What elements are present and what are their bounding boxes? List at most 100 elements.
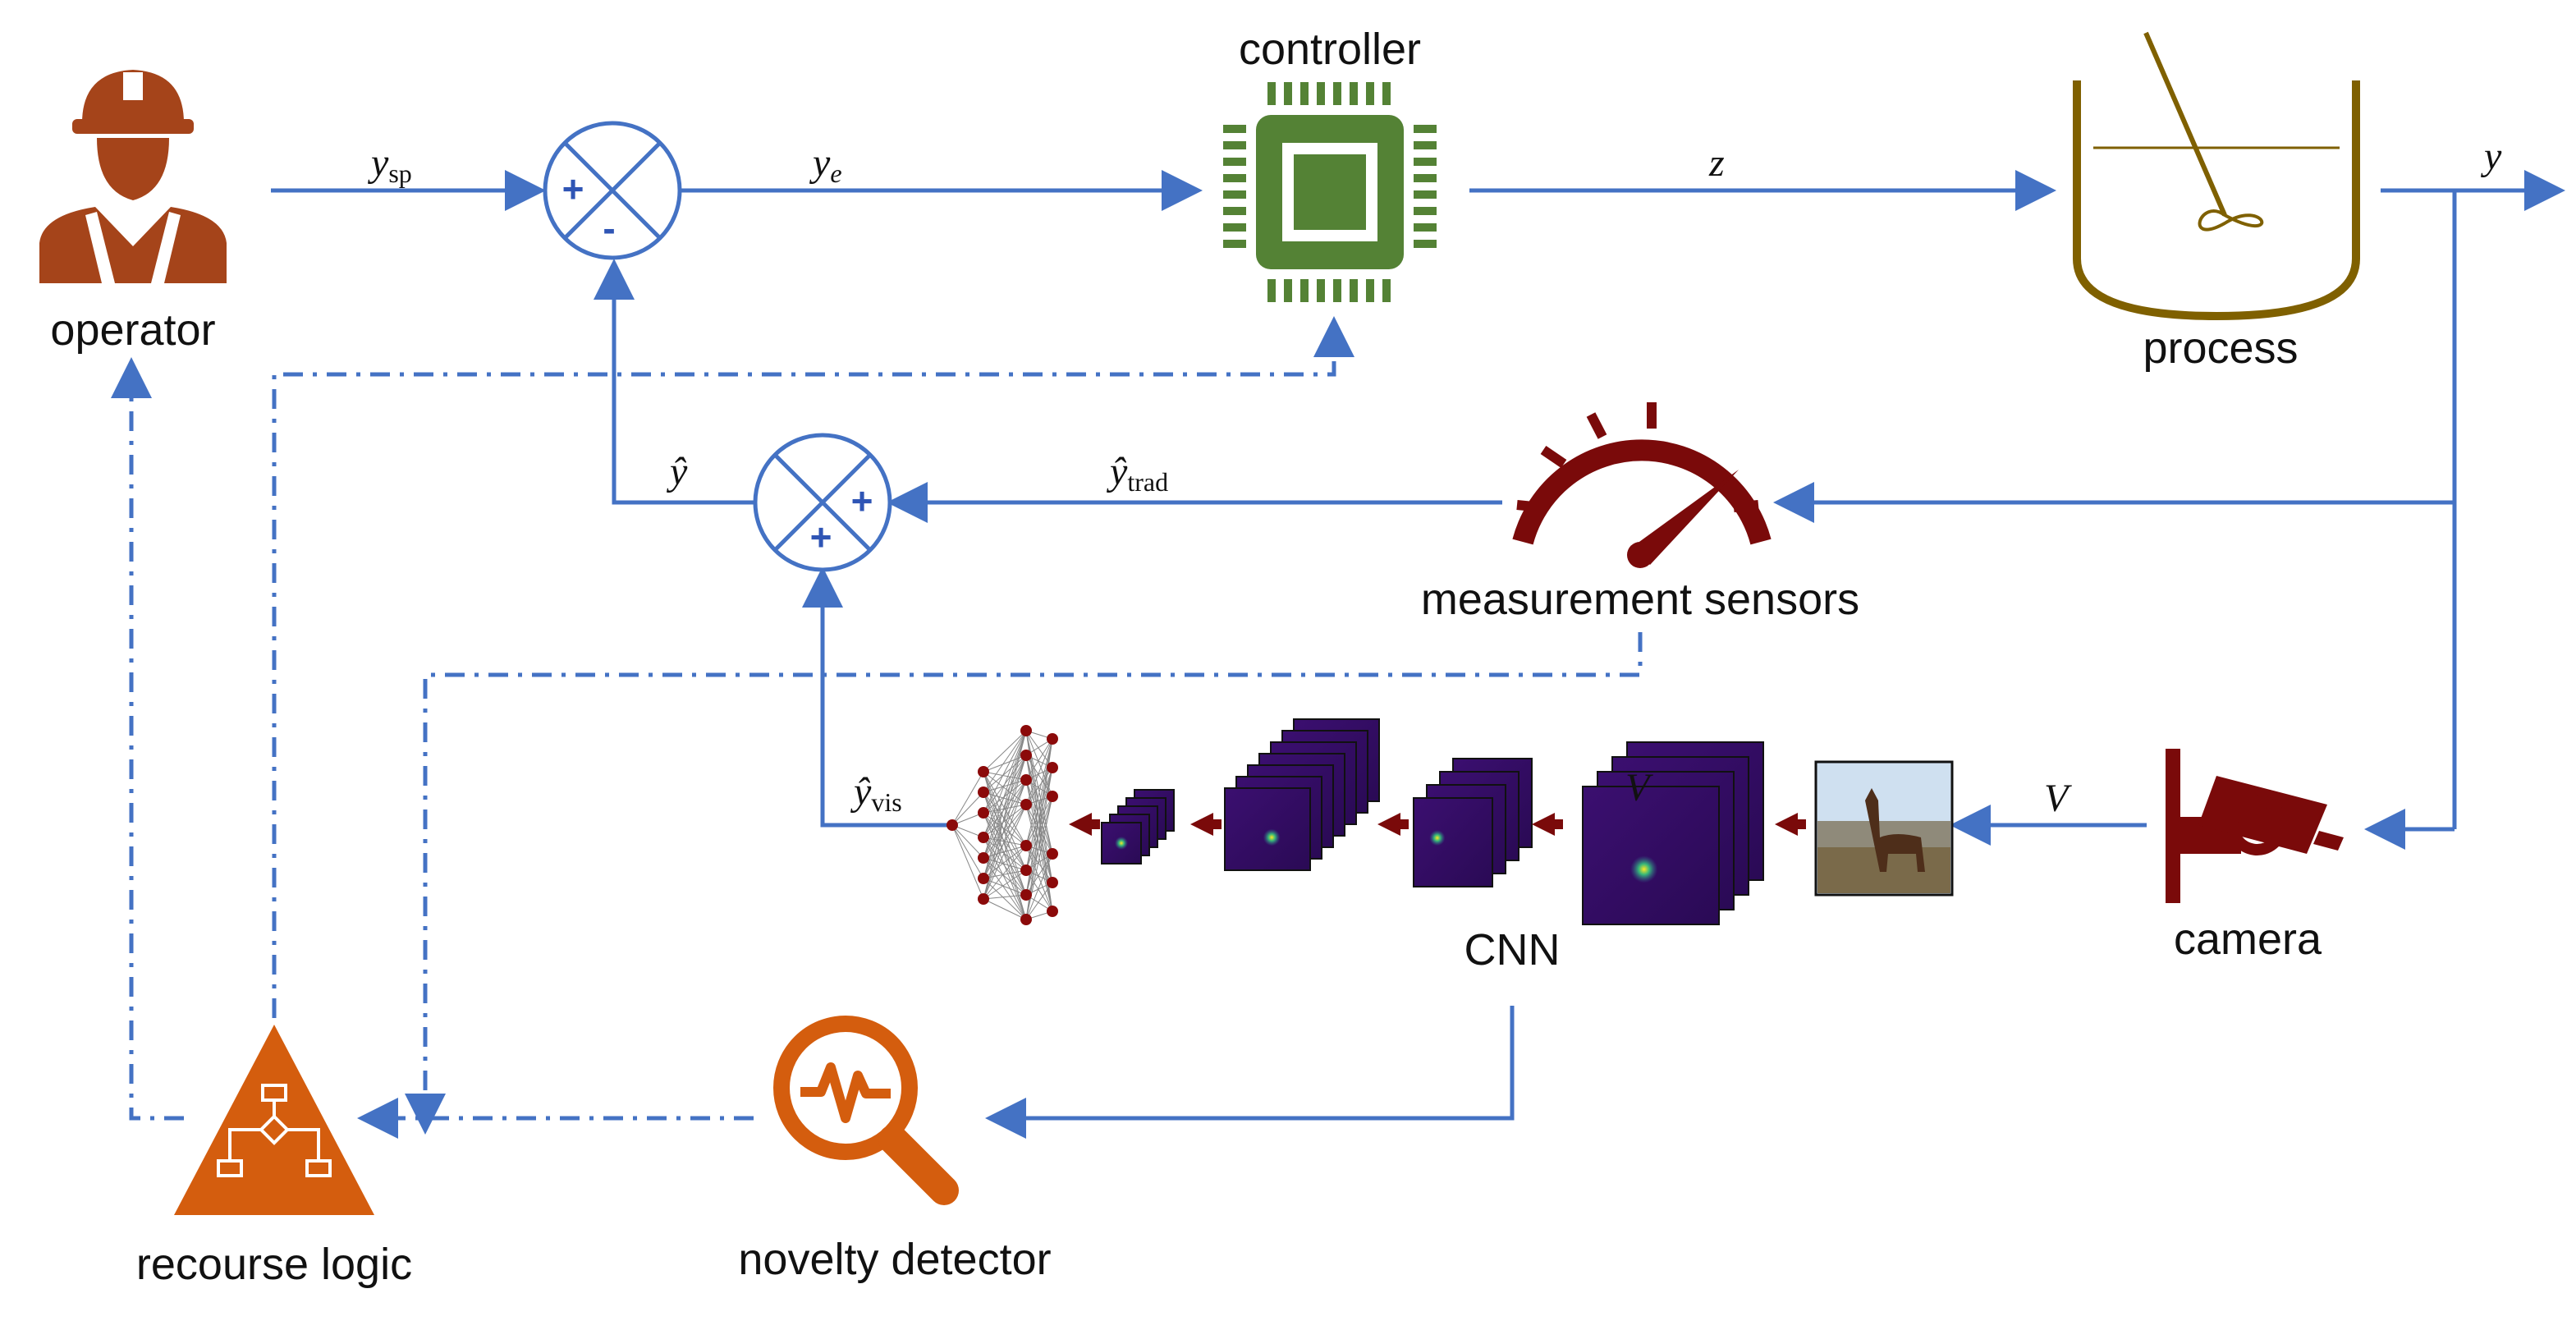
- junction-bottom-plus-lower: +: [810, 516, 832, 558]
- fully-connected-net: [947, 725, 1058, 925]
- feature-activation: [1630, 855, 1658, 883]
- fc-connection: [983, 837, 1027, 871]
- feature-map: [1582, 786, 1720, 925]
- chip-pin: [1414, 207, 1437, 215]
- controller-label: controller: [1239, 25, 1421, 74]
- controller-chip-pins: [1223, 82, 1437, 302]
- input-image: [1814, 760, 1954, 897]
- summing-junction-top: + -: [543, 121, 682, 260]
- fc-connection: [951, 824, 984, 859]
- fc-connection: [983, 771, 1027, 920]
- chip-pin: [1267, 279, 1276, 302]
- fc-neuron: [978, 807, 989, 819]
- fc-connection: [951, 824, 984, 879]
- fc-neuron: [1047, 733, 1058, 745]
- fc-connection: [1025, 738, 1053, 805]
- process-tank-icon: [2073, 31, 2360, 321]
- signal-y: y: [2480, 135, 2502, 178]
- fc-neuron: [978, 832, 989, 843]
- chip-pin: [1414, 240, 1437, 248]
- fc-connection: [983, 857, 1027, 871]
- fc-connection: [1025, 738, 1053, 846]
- camera-label: camera: [2174, 915, 2322, 964]
- chip-pin: [1300, 279, 1309, 302]
- fc-connection: [1025, 796, 1053, 920]
- feature-activation: [1115, 837, 1128, 850]
- fc-connection: [983, 779, 1027, 900]
- feature-activation: [1429, 830, 1446, 846]
- fc-connection: [983, 730, 1027, 814]
- security-camera-icon: [2166, 749, 2344, 903]
- chip-pin: [1223, 141, 1246, 149]
- fc-connection: [983, 857, 1027, 920]
- fc-neuron: [978, 787, 989, 798]
- fc-connection: [983, 869, 1027, 900]
- fc-connection: [983, 779, 1027, 879]
- fc-neuron: [978, 873, 989, 884]
- fc-connection: [983, 754, 1027, 838]
- cnn-label: CNN: [1464, 925, 1561, 975]
- fc-connection: [1025, 882, 1053, 920]
- fc-connection: [983, 779, 1027, 793]
- fc-connection: [983, 730, 1027, 879]
- controller-chip-icon: [1256, 115, 1404, 269]
- cnn-V-overlay: V: [1625, 766, 1653, 809]
- operator-label: operator: [50, 305, 215, 355]
- fc-neuron: [1020, 725, 1032, 736]
- fc-connection: [983, 730, 1027, 838]
- chip-pin: [1414, 158, 1437, 166]
- measurement-sensors-label: measurement sensors: [1421, 575, 1859, 624]
- fc-connection: [951, 824, 984, 900]
- junction-top-minus: -: [603, 207, 615, 250]
- fc-neuron: [1020, 750, 1032, 761]
- fc-connection: [983, 730, 1027, 773]
- chip-pin: [1382, 82, 1391, 105]
- fc-connection: [983, 845, 1027, 900]
- fc-connection: [983, 779, 1027, 859]
- feature-activation: [1263, 828, 1281, 846]
- signal-z: z: [1708, 141, 1725, 185]
- chip-pin: [1382, 279, 1391, 302]
- fc-connection: [983, 730, 1027, 793]
- fc-connection: [983, 754, 1027, 879]
- signal-y-sp: ysp: [367, 141, 412, 188]
- fc-connection: [983, 837, 1027, 920]
- chip-pin: [1317, 279, 1325, 302]
- fc-connection: [983, 845, 1027, 879]
- signal-y-hat-trad: ŷtrad: [1106, 450, 1168, 497]
- process-label: process: [2143, 323, 2298, 373]
- fc-neuron: [947, 819, 958, 831]
- fc-connection: [1025, 845, 1053, 912]
- fc-neuron: [1020, 840, 1032, 851]
- feature-map-stack-2: [1413, 758, 1533, 887]
- cnn-network-icon: V: [947, 718, 1806, 925]
- chip-pin: [1366, 279, 1374, 302]
- junction-top-plus: +: [562, 167, 584, 210]
- fc-neuron: [978, 766, 989, 777]
- chip-pin: [1284, 82, 1292, 105]
- fc-connection: [983, 771, 1027, 896]
- fc-connection: [983, 878, 1027, 920]
- chip-pin: [1284, 279, 1292, 302]
- fc-neuron: [1020, 914, 1032, 925]
- feature-map-stack-1: [1582, 741, 1764, 925]
- signal-V: V: [2044, 777, 2072, 820]
- fc-neuron: [1047, 877, 1058, 888]
- chip-pin: [1223, 174, 1246, 182]
- operator-icon: [39, 70, 227, 283]
- line-cnn-to-novelty: [985, 1006, 1515, 1139]
- measurement-gauge-icon: [1512, 402, 1772, 568]
- fc-neuron: [978, 893, 989, 905]
- signal-y-hat-vis: ŷvis: [850, 770, 902, 817]
- chip-pin: [1414, 125, 1437, 133]
- chip-pin: [1414, 190, 1437, 199]
- chip-pin: [1300, 82, 1309, 105]
- chip-pin: [1333, 279, 1341, 302]
- chip-pin: [1267, 82, 1276, 105]
- fc-connection: [983, 754, 1027, 900]
- fc-connection: [1025, 796, 1053, 871]
- fc-connection: [983, 804, 1027, 859]
- chip-pin: [1414, 174, 1437, 182]
- fc-connection: [951, 791, 984, 826]
- chip-pin: [1366, 82, 1374, 105]
